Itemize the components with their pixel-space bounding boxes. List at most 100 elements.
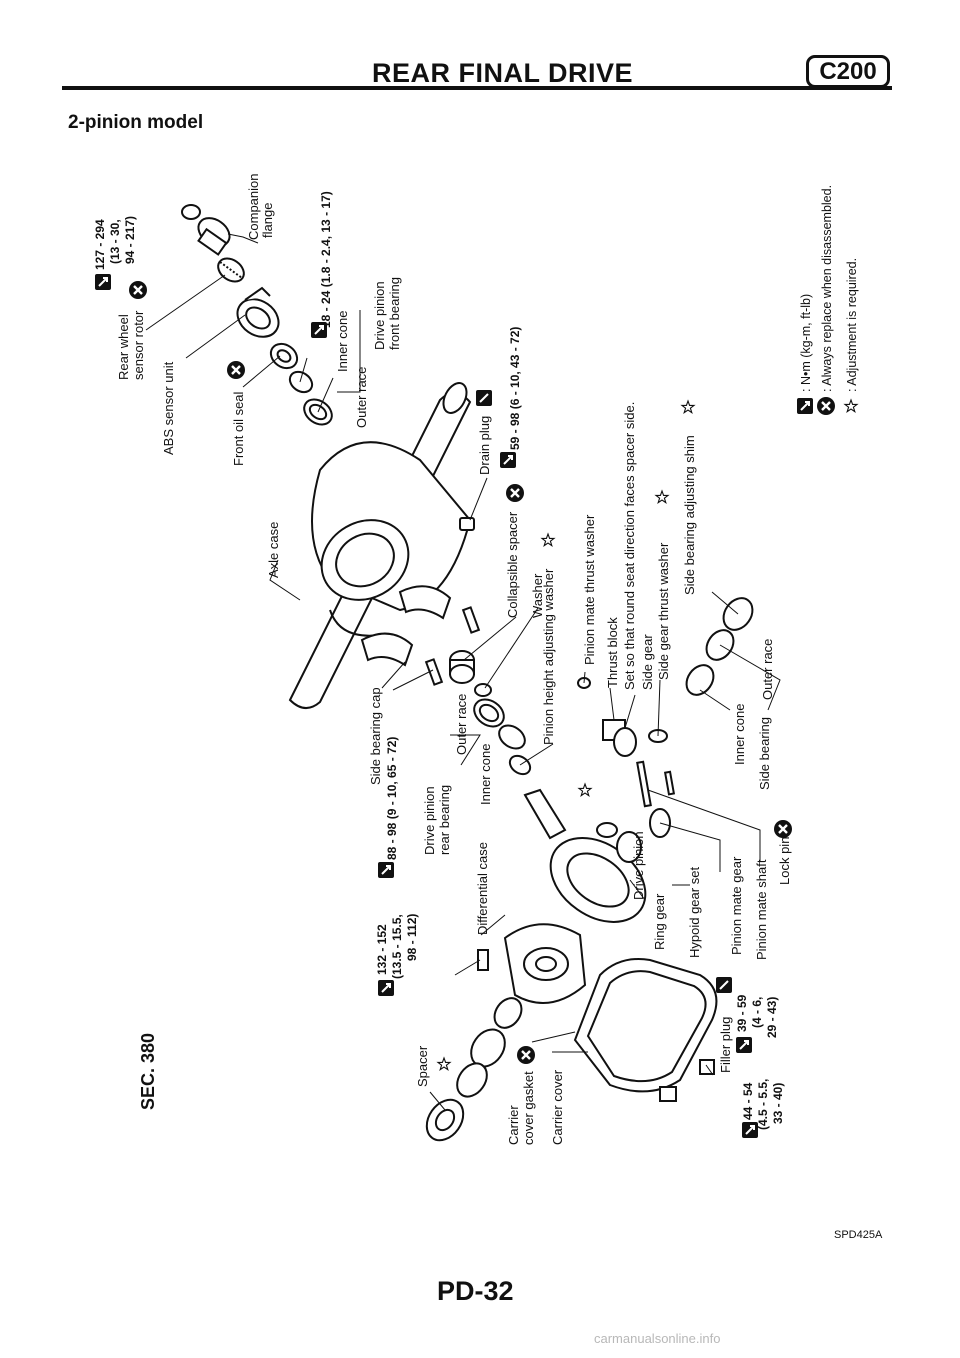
companion-flange-drawing bbox=[181, 204, 231, 256]
header-title: REAR FINAL DRIVE bbox=[372, 58, 634, 88]
svg-text:(13 - 30,: (13 - 30, bbox=[108, 219, 122, 264]
abs-sensor-unit-drawing bbox=[236, 286, 280, 338]
label-inner-cone-front: Inner cone bbox=[335, 311, 350, 372]
svg-text:44 - 54: 44 - 54 bbox=[741, 1082, 755, 1120]
torque-icon bbox=[735, 1036, 753, 1054]
label-carrier-cover: Carrier cover bbox=[550, 1069, 565, 1145]
star-icon bbox=[655, 490, 669, 504]
carrier-cover-drawing bbox=[573, 958, 718, 1102]
label-axle-case: Axle case bbox=[266, 522, 281, 578]
torque-drain-plug: 59 - 98 (6 - 10, 43 - 72) bbox=[508, 327, 522, 450]
svg-text:132 - 152: 132 - 152 bbox=[375, 924, 389, 975]
label-side-gear: Side gear bbox=[640, 634, 655, 690]
svg-text:Companion: Companion bbox=[246, 174, 261, 241]
front-bearing-drawing bbox=[288, 370, 333, 426]
torque-side-cap-bolt: 88 - 98 (9 - 10, 65 - 72) bbox=[385, 737, 399, 860]
label-washer: Washer bbox=[530, 573, 545, 618]
svg-text:Washer: Washer bbox=[530, 573, 545, 618]
star-icon bbox=[681, 400, 695, 414]
label-rear-wheel-sensor-rotor: Rear wheel sensor rotor bbox=[116, 310, 146, 380]
svg-text:rear bearing: rear bearing bbox=[437, 785, 452, 855]
svg-text:Drive pinion: Drive pinion bbox=[422, 786, 437, 855]
drain-plug-drawing bbox=[459, 517, 475, 531]
label-ring-gear: Ring gear bbox=[652, 893, 667, 950]
label-side-bearing-cap: Side bearing cap bbox=[368, 687, 383, 785]
legend-adjust: : Adjustment is required. bbox=[845, 258, 859, 392]
side-bearing-cap-drawing bbox=[360, 585, 452, 667]
label-outer-race-side: Outer race bbox=[760, 639, 775, 700]
torque-abs-bolt: 18 - 24 (1.8 - 2.4, 13 - 17) bbox=[319, 191, 333, 328]
label-pinion-mate-gear: Pinion mate gear bbox=[729, 856, 744, 955]
svg-text:Carrier: Carrier bbox=[506, 1105, 521, 1145]
svg-text:Drive pinion: Drive pinion bbox=[372, 281, 387, 350]
label-drain-plug: Drain plug bbox=[477, 416, 492, 475]
label-carrier-cover-gasket: Carrier cover gasket bbox=[506, 1071, 536, 1145]
label-companion-flange: Companion flange bbox=[246, 174, 275, 241]
header-rule bbox=[62, 86, 892, 90]
svg-text:(4.5 - 5.5,: (4.5 - 5.5, bbox=[756, 1079, 770, 1130]
torque-filler-plug: 39 - 59 (4 - 6, 29 - 43) bbox=[735, 994, 779, 1038]
star-icon bbox=[541, 533, 555, 547]
label-inner-cone-rear: Inner cone bbox=[478, 744, 493, 805]
figure-id: SPD425A bbox=[834, 1229, 883, 1241]
washer-drawing bbox=[474, 683, 492, 697]
label-pinion-mate-thrust-washer: Pinion mate thrust washer bbox=[582, 514, 597, 665]
label-inner-cone-side: Inner cone bbox=[732, 704, 747, 765]
replace-icon bbox=[225, 359, 247, 381]
label-outer-race-rear: Outer race bbox=[454, 694, 469, 755]
label-collapsible-spacer: Collapsible spacer bbox=[505, 511, 520, 618]
svg-text:29 - 43): 29 - 43) bbox=[765, 997, 779, 1038]
svg-text:Rear wheel: Rear wheel bbox=[116, 314, 131, 380]
label-thrust-block: Thrust block bbox=[605, 617, 620, 688]
legend-torque: : N•m (kg-m, ft-lb) bbox=[799, 294, 813, 392]
label-filler-plug: Filler plug bbox=[718, 1017, 733, 1073]
label-side-gear-thrust-washer: Side gear thrust washer bbox=[656, 542, 671, 680]
replace-icon bbox=[127, 279, 149, 301]
side-parts-left-drawing bbox=[425, 949, 523, 1142]
replace-icon bbox=[772, 818, 794, 840]
pinion-mate-parts-drawing bbox=[577, 677, 676, 863]
svg-text:98 - 112): 98 - 112) bbox=[405, 914, 419, 961]
axle-case-drawing bbox=[288, 382, 472, 709]
replace-icon bbox=[504, 482, 526, 504]
front-oil-seal-drawing bbox=[269, 342, 299, 370]
side-bearing-drawing bbox=[685, 597, 754, 696]
label-outer-race-front: Outer race bbox=[354, 367, 369, 428]
star-icon bbox=[578, 783, 592, 797]
svg-text:cover gasket: cover gasket bbox=[521, 1071, 536, 1145]
label-abs-sensor-unit: ABS sensor unit bbox=[161, 361, 176, 455]
svg-text:39 - 59: 39 - 59 bbox=[735, 994, 749, 1032]
svg-text:(4 - 6,: (4 - 6, bbox=[750, 997, 764, 1028]
svg-text:33 - 40): 33 - 40) bbox=[771, 1083, 785, 1124]
svg-text:94 - 217): 94 - 217) bbox=[123, 216, 137, 264]
label-drive-pinion: Drive pinion bbox=[631, 831, 646, 900]
watermark: carmanualsonline.info bbox=[594, 1331, 721, 1346]
sensor-rotor-drawing bbox=[217, 257, 245, 283]
svg-text:flange: flange bbox=[260, 203, 275, 238]
torque-icon bbox=[499, 451, 517, 469]
cap-bolts-drawing bbox=[424, 606, 481, 686]
torque-icon bbox=[94, 273, 112, 291]
legend-replace: : Always replace when disassembled. bbox=[820, 185, 834, 392]
leader-lines bbox=[145, 233, 781, 1111]
torque-cover-bolt: 44 - 54 (4.5 - 5.5, 33 - 40) bbox=[741, 1079, 785, 1130]
label-front-oil-seal: Front oil seal bbox=[231, 391, 246, 466]
label-spacer: Spacer bbox=[415, 1045, 430, 1087]
torque-companion-nut: 127 - 294 (13 - 30, 94 - 217) bbox=[93, 216, 137, 270]
legend: : N•m (kg-m, ft-lb) : Always replace whe… bbox=[796, 185, 859, 417]
svg-text:sensor rotor: sensor rotor bbox=[131, 310, 146, 380]
filler-plug-icon bbox=[716, 977, 732, 993]
svg-text:(13.5 - 15.5,: (13.5 - 15.5, bbox=[390, 914, 404, 979]
torque-ring-gear-bolt: 132 - 152 (13.5 - 15.5, 98 - 112) bbox=[375, 914, 419, 979]
model-title: 2-pinion model bbox=[68, 112, 204, 133]
label-side-bearing-adjusting-shim: Side bearing adjusting shim bbox=[682, 435, 697, 595]
torque-icon bbox=[310, 321, 328, 339]
collapsible-spacer-drawing bbox=[449, 650, 475, 684]
replace-icon bbox=[515, 1044, 537, 1066]
torque-icon bbox=[377, 979, 395, 997]
torque-icon bbox=[377, 861, 395, 879]
label-side-bearing: Side bearing bbox=[757, 717, 772, 790]
label-differential-case: Differential case bbox=[475, 842, 490, 935]
label-drive-pinion-front-bearing: Drive pinion front bearing bbox=[372, 277, 402, 350]
